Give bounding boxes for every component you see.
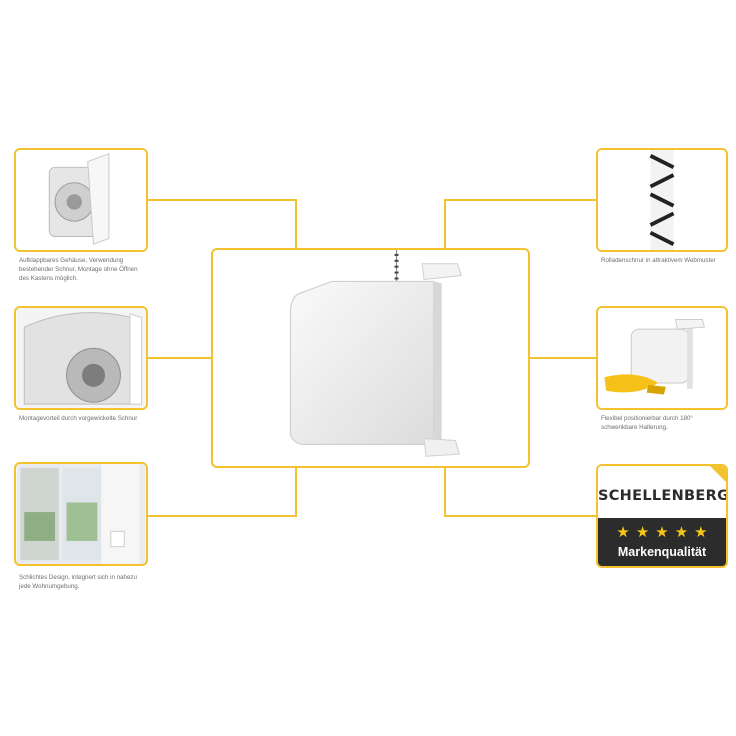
main-product-frame: [211, 248, 530, 468]
badge-quality-label: Markenqualität: [617, 545, 707, 559]
caption-bracket: Flexibel positionierbar durch 180° schwe…: [601, 415, 693, 431]
open-housing-image: [16, 150, 146, 250]
swivel-bracket-image: [598, 308, 726, 408]
star-rating-icon: ★★★★★: [616, 524, 714, 541]
belt-winder-image: [289, 250, 462, 457]
connector-housing: [148, 199, 297, 248]
connector-design: [148, 468, 297, 517]
badge-top: SCHELLENBERG: [598, 466, 726, 518]
caption-cord-feed: Montagevorteil durch vorgewickelte Schnu…: [19, 415, 138, 422]
bracket-frame: [596, 306, 728, 410]
brand-logo-text: SCHELLENBERG: [598, 488, 728, 504]
housing-detail-frame: [14, 148, 148, 252]
cord-feed-frame: [14, 306, 148, 410]
badge-bottom: ★★★★★ Markenqualität: [598, 518, 726, 566]
connector-cord: [444, 199, 596, 248]
cord-frame: [596, 148, 728, 252]
design-frame: [14, 462, 148, 566]
caption-housing: Aufklappbares Gehäuse, Verwendung besteh…: [19, 257, 138, 282]
caption-design: Schlichtes Design, integriert sich in na…: [19, 574, 137, 590]
caption-cord: Rolladenschnur in attraktivem Webmuster: [601, 257, 716, 264]
badge-corner: [710, 466, 726, 482]
wound-cord-image: [16, 308, 146, 408]
connector-badge: [444, 468, 596, 517]
woven-cord-image: [598, 150, 726, 250]
window-scene-image: [16, 464, 146, 564]
brand-quality-badge: SCHELLENBERG ★★★★★ Markenqualität: [596, 464, 728, 568]
